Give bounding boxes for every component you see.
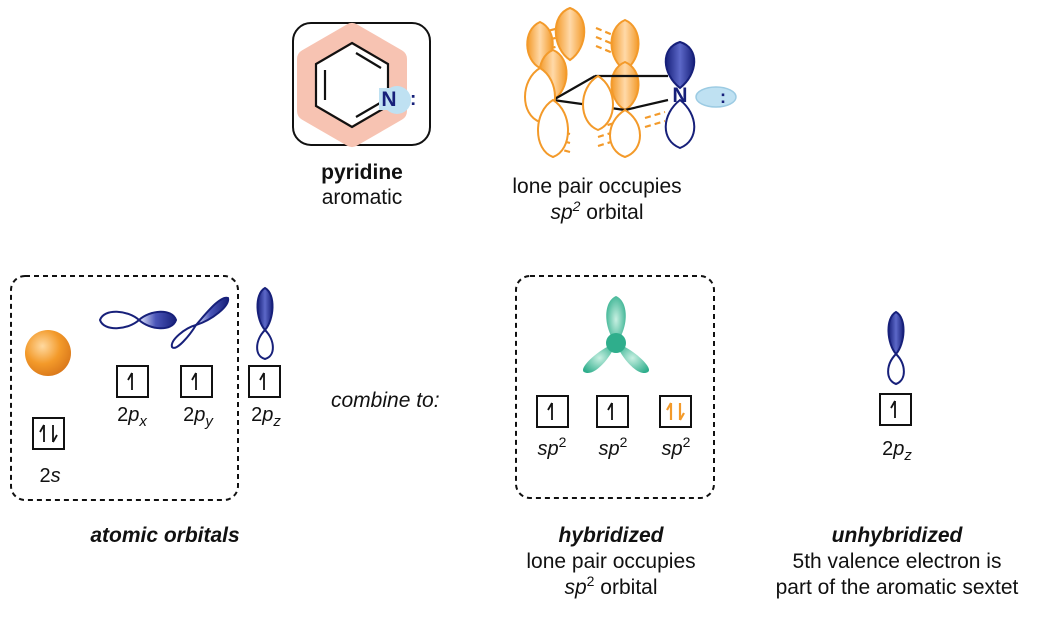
2py-orbital	[170, 296, 230, 349]
unhybrid-2pz-label: 2pz	[882, 438, 912, 464]
pyridine-lone-pair: :	[410, 89, 416, 110]
pyridine-n-label: N	[381, 88, 396, 111]
hybrid-electron-arrows	[547, 402, 685, 421]
sp2-label-3: sp2	[661, 434, 691, 460]
hybridized-line2: sp2 orbital	[564, 573, 658, 599]
hybridized-box	[515, 275, 715, 499]
2px-label: 2px	[117, 404, 147, 430]
hybrid-electron-boxes	[536, 395, 692, 428]
unhybridized-2pz-orbital	[887, 310, 905, 386]
unhybrid-electron-box	[879, 393, 912, 426]
combine-to-label: combine to:	[331, 389, 440, 412]
pyridine-structure: N :	[292, 22, 431, 147]
2py-label: 2py	[183, 404, 213, 430]
2s-orbital-sphere	[25, 330, 71, 376]
unhybridized-line1: 5th valence electron is	[792, 550, 1002, 573]
hybridized-title: hybridized	[558, 524, 664, 547]
2pz-label: 2pz	[251, 404, 281, 430]
unhybrid-electron-arrow	[890, 400, 896, 418]
atomic-orbitals-title: atomic orbitals	[90, 524, 240, 547]
2px-orbital	[98, 310, 178, 330]
atomic-orbitals-box	[10, 275, 239, 501]
pi-caption-line2: sp2 orbital	[550, 198, 644, 224]
sp2-hybrid-orbitals	[582, 296, 650, 374]
electron-arrows	[39, 372, 265, 443]
atomic-electron-boxes	[32, 365, 281, 450]
pi-lone-pair: :	[720, 87, 726, 107]
pyridine-title: pyridine	[321, 161, 403, 184]
2s-label: 2s	[39, 465, 61, 487]
pi-caption-line1: lone pair occupies	[512, 175, 682, 198]
pi-n-label: N	[672, 84, 687, 107]
pi-system-orbitals: N :	[524, 6, 737, 159]
unhybridized-title: unhybridized	[831, 524, 963, 547]
sp2-label-1: sp2	[537, 434, 567, 460]
2pz-orbital	[256, 286, 274, 361]
sp2-label-2: sp2	[598, 434, 628, 460]
pyridine-property: aromatic	[321, 186, 403, 209]
unhybridized-line2: part of the aromatic sextet	[775, 576, 1019, 599]
hybridized-line1: lone pair occupies	[526, 550, 696, 573]
